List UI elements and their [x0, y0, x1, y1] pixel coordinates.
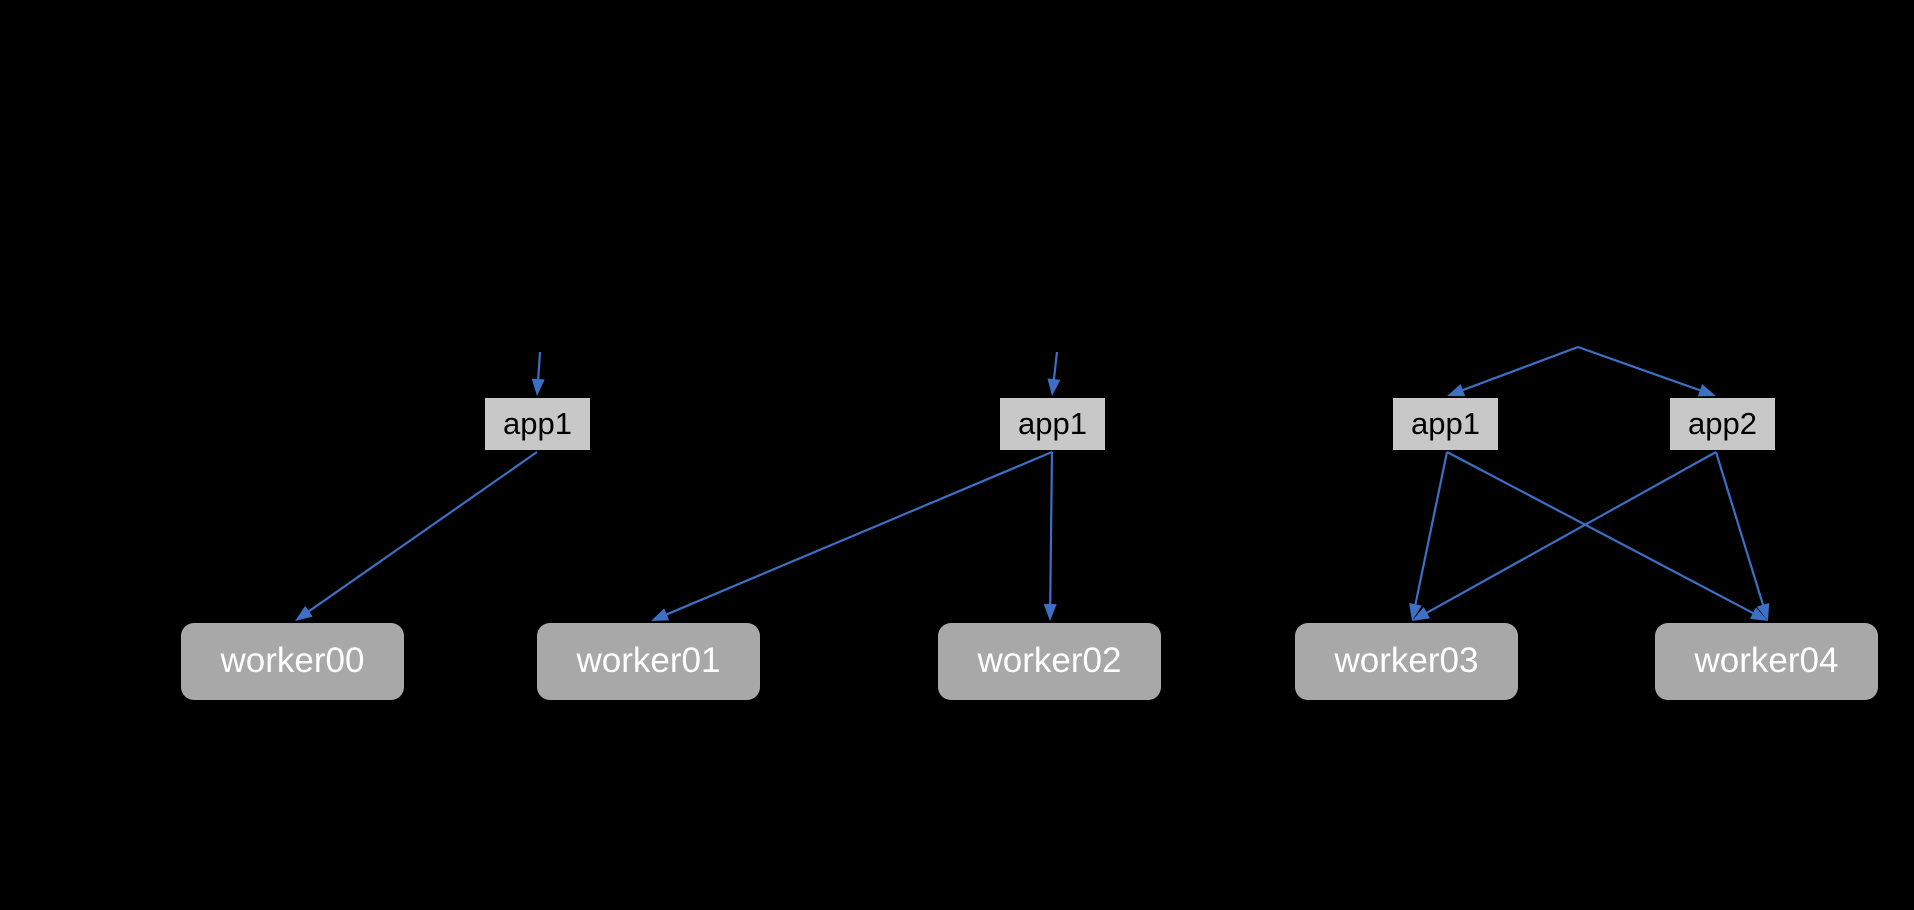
node-app-a[interactable]: app1: [485, 398, 590, 450]
graph-edge: [1049, 451, 1054, 606]
arrowhead-icon: [531, 378, 545, 396]
node-label: app1: [1411, 405, 1480, 441]
graph-edge: [1052, 351, 1059, 381]
node-app-c[interactable]: app1: [1393, 398, 1498, 450]
arrowhead-icon: [1697, 384, 1716, 397]
arrowhead-icon: [1447, 383, 1466, 397]
node-worker02[interactable]: worker02: [938, 623, 1161, 700]
node-worker03[interactable]: worker03: [1295, 623, 1518, 700]
node-label: worker00: [220, 641, 365, 680]
arrowhead-icon: [1756, 602, 1770, 621]
node-worker04[interactable]: worker04: [1655, 623, 1878, 700]
arrowhead-icon: [1047, 378, 1061, 396]
graph-edge: [1425, 451, 1717, 615]
graph-edge: [1461, 345, 1579, 392]
node-label: app1: [1018, 405, 1087, 441]
arrowhead-icon: [651, 608, 670, 621]
graph-edge: [536, 351, 542, 381]
arrowhead-icon: [1749, 607, 1768, 621]
graph-edge: [664, 450, 1053, 616]
arrowhead-icon: [295, 605, 313, 621]
graph-edge: [1577, 345, 1702, 392]
node-worker01[interactable]: worker01: [537, 623, 760, 700]
node-app-d[interactable]: app2: [1670, 398, 1775, 450]
node-label: app2: [1688, 405, 1757, 441]
graph-edge: [1414, 451, 1449, 606]
arrowhead-icon: [1043, 603, 1057, 621]
graph-edge: [307, 451, 538, 613]
node-label: worker02: [977, 641, 1122, 680]
node-label: worker03: [1334, 641, 1479, 680]
arrowhead-icon: [1412, 607, 1431, 621]
graph-edge: [1446, 451, 1755, 615]
node-worker00[interactable]: worker00: [181, 623, 404, 700]
graph-edge: [1714, 451, 1765, 607]
node-label: worker04: [1694, 641, 1839, 680]
node-app-b[interactable]: app1: [1000, 398, 1105, 450]
arrowhead-icon: [1409, 603, 1422, 621]
node-label: worker01: [576, 641, 721, 680]
node-label: app1: [503, 405, 572, 441]
